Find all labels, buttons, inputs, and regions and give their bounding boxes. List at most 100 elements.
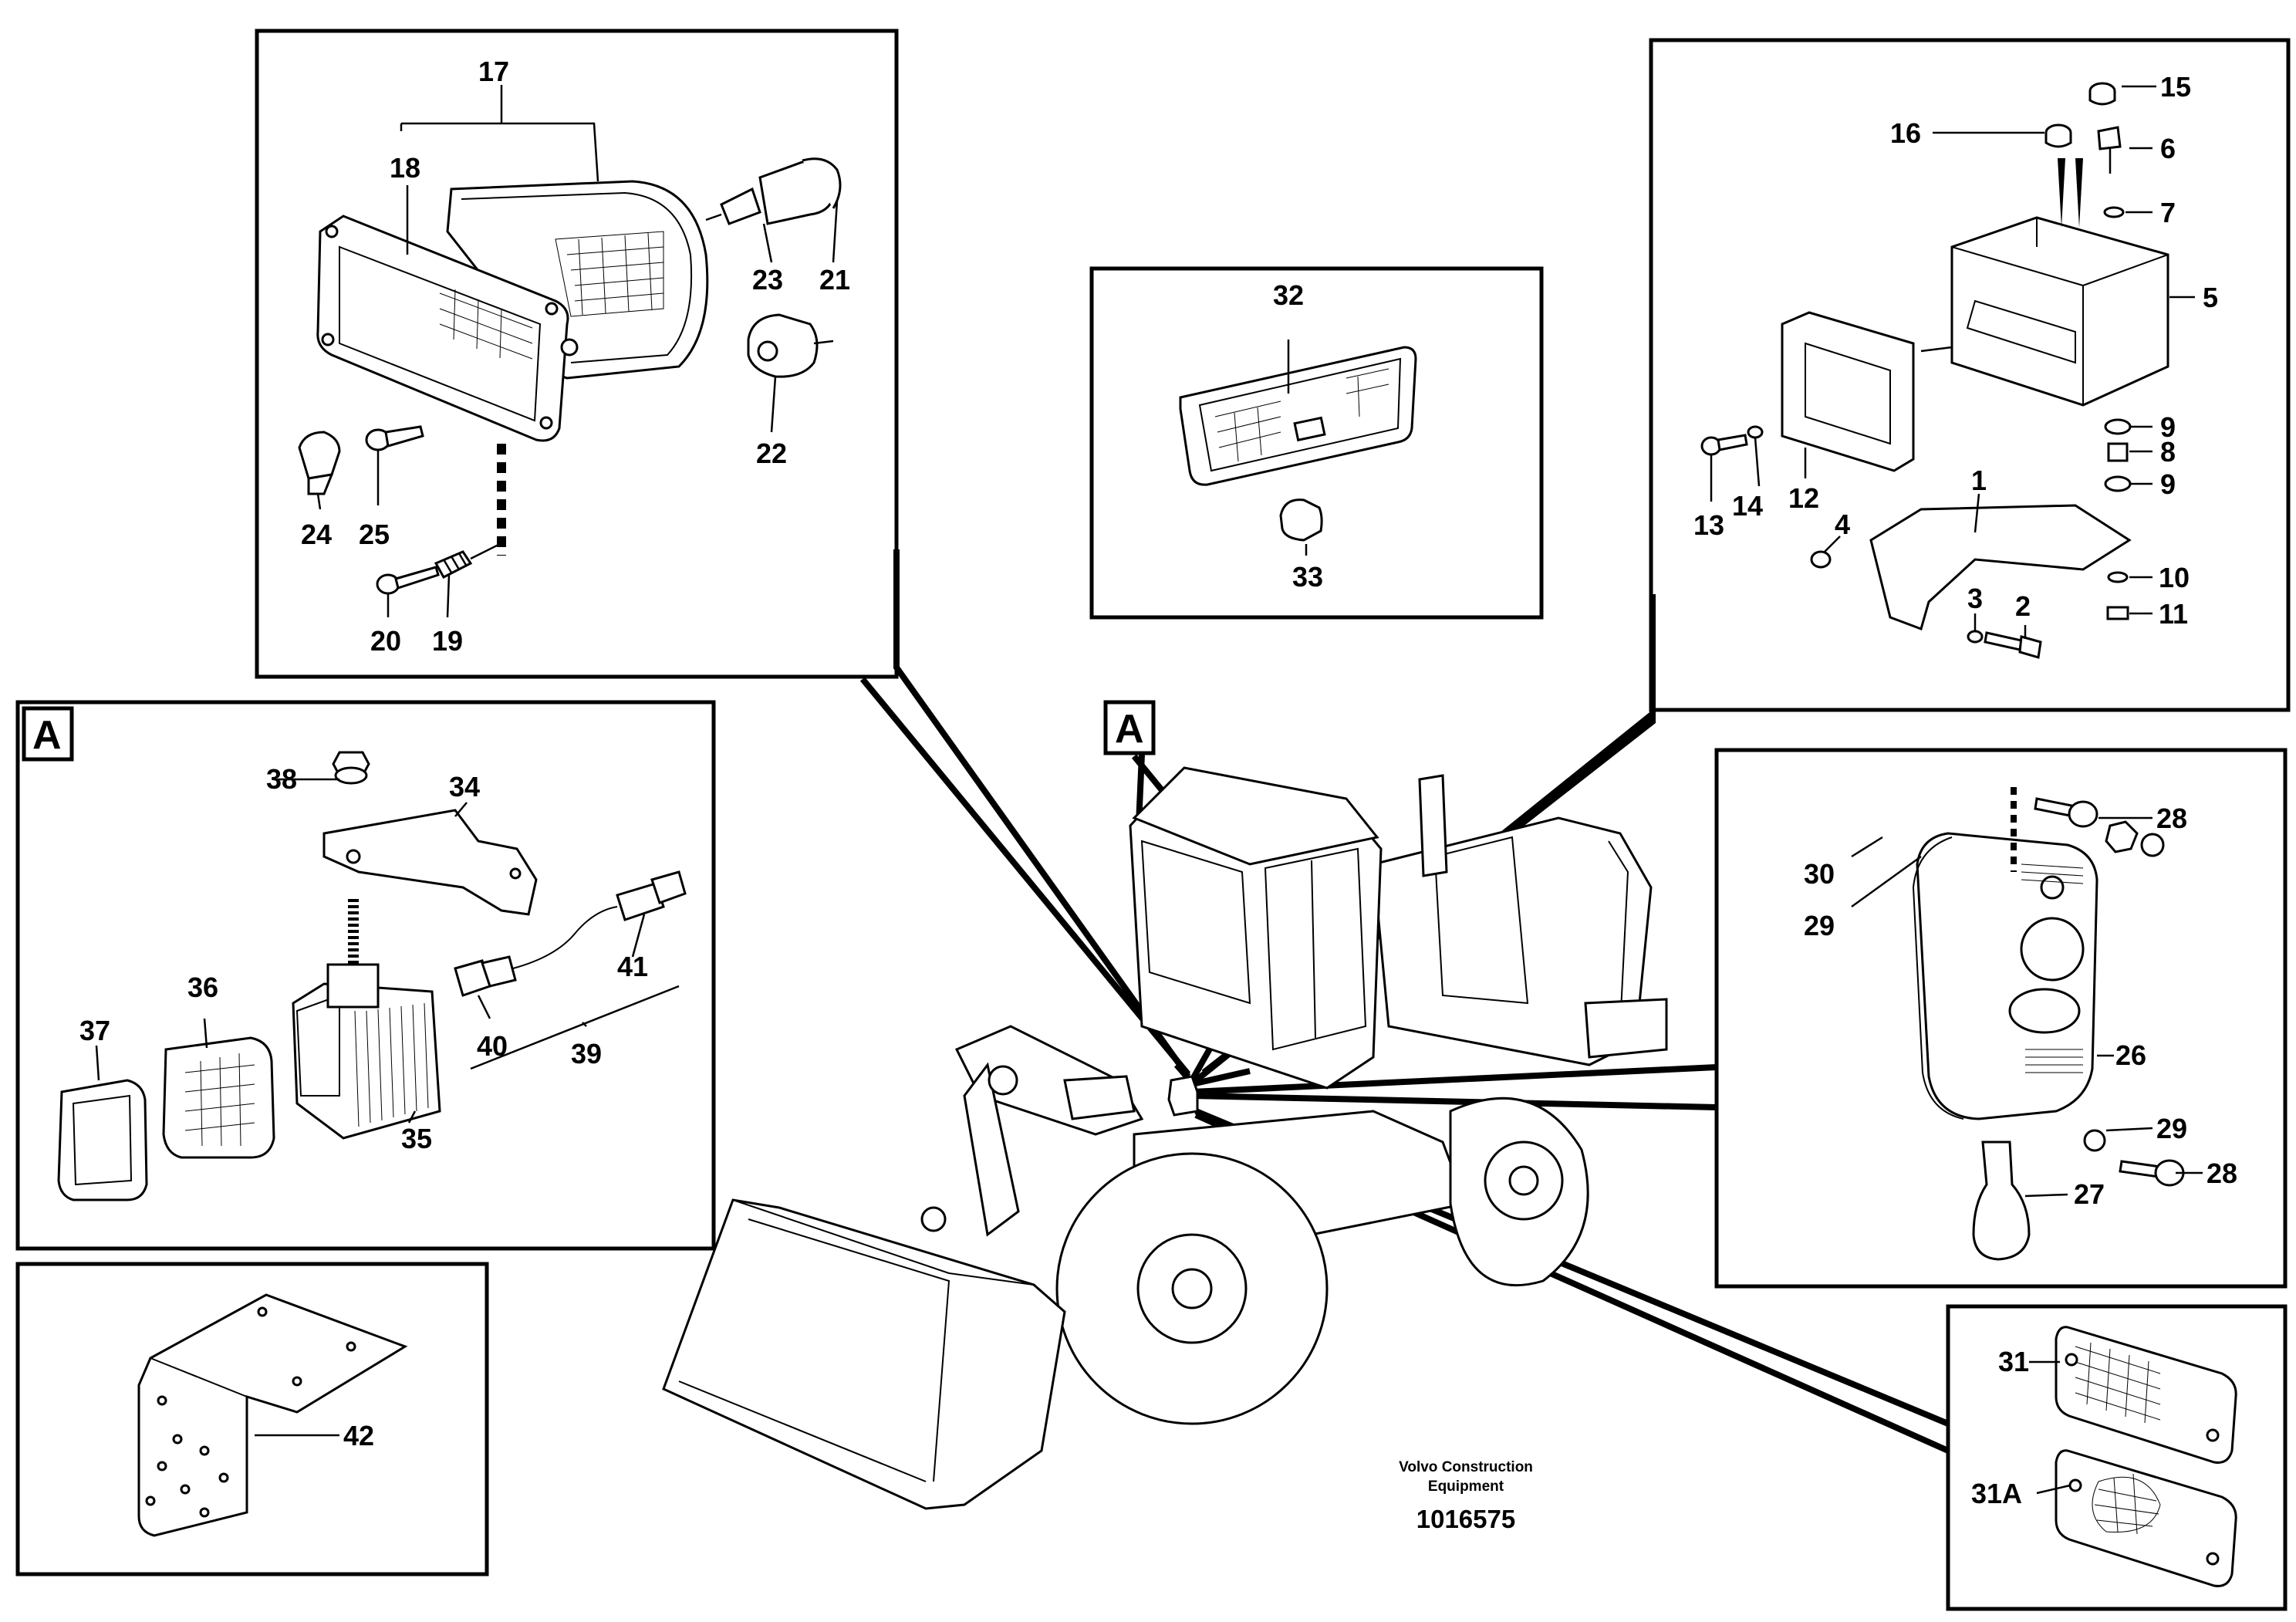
harness-39: [454, 870, 687, 997]
panel-bracket: 15 16 6 7 5 9 8 9 10 11 1 12 13 14 4 3 2: [1649, 38, 2291, 712]
panel-frame: [1714, 748, 2288, 1289]
headlamp-frame: [316, 215, 569, 442]
lens-36: [162, 1036, 275, 1159]
spring-19: [434, 550, 473, 579]
label-27: 27: [2074, 1178, 2105, 1210]
bolt-2: [1984, 631, 2042, 659]
label-26: 26: [2115, 1039, 2146, 1071]
worklamp-35: [292, 982, 441, 1140]
label-20: 20: [370, 625, 401, 657]
bolt-13: [1700, 434, 1748, 456]
lamp-26: [1916, 832, 2098, 1120]
label-9b: 9: [2160, 468, 2176, 500]
label-22: 22: [756, 438, 787, 469]
label-28b: 28: [2207, 1157, 2237, 1189]
wheel-loader: [662, 766, 1668, 1510]
socket-22: [747, 313, 834, 378]
label-23: 23: [752, 264, 783, 296]
label-1: 1: [1971, 465, 1987, 496]
panel-frame: [15, 700, 716, 1251]
label-34: 34: [449, 771, 480, 803]
section-a-detail-label: A: [32, 713, 62, 758]
label-12: 12: [1788, 482, 1819, 514]
bulb-24: [298, 431, 341, 495]
worklamp-35-fins: [354, 1002, 429, 1127]
label-5: 5: [2203, 282, 2218, 313]
panel-turn-lamp: 28 30 29 26 29 28 27: [1714, 748, 2288, 1289]
lens-grid: [555, 231, 664, 317]
label-18: 18: [390, 152, 420, 184]
washer-4: [1810, 550, 1832, 569]
label-21: 21: [819, 264, 850, 296]
bulb-27: [1972, 1140, 2031, 1261]
bulb-23: [705, 157, 842, 225]
screw-28b: [2119, 1159, 2185, 1187]
label-11: 11: [2159, 598, 2188, 630]
label-13: 13: [1693, 509, 1724, 541]
label-2: 2: [2015, 590, 2031, 622]
section-a-marker: A: [1103, 700, 1156, 755]
panel-headlamp: 17 18 23 21 22 24 25 20 19: [255, 29, 899, 679]
screw-28a: [2034, 797, 2098, 828]
label-4: 4: [1835, 509, 1850, 540]
plate-12: [1781, 311, 1915, 472]
label-31: 31: [1998, 1346, 2029, 1377]
panel-frame: [15, 1262, 489, 1576]
panel-detail-a: A: [15, 700, 716, 1251]
panel-bracket-42: 42: [15, 1262, 489, 1576]
label-31A: 31A: [1971, 1478, 2022, 1509]
label-17: 17: [478, 56, 509, 87]
bolt-6: [2097, 126, 2122, 174]
label-7: 7: [2160, 197, 2176, 228]
reflector-31: [2055, 1326, 2237, 1464]
label-8: 8: [2160, 436, 2176, 468]
label-15: 15: [2160, 71, 2191, 103]
label-30: 30: [1804, 858, 1835, 890]
label-42: 42: [343, 1420, 374, 1451]
reflector-31A-grid: [2092, 1473, 2161, 1535]
screw-20: [376, 566, 440, 595]
label-39: 39: [571, 1038, 602, 1070]
label-14: 14: [1732, 490, 1763, 522]
arrow-15: [2075, 158, 2083, 228]
label-3: 3: [1967, 583, 1983, 614]
bracket-1: [1869, 504, 2132, 630]
section-a-marker-box: [22, 706, 74, 762]
reflector-31A: [2055, 1449, 2237, 1587]
panel-frame: [1946, 1304, 2288, 1611]
frame-grid: [439, 289, 533, 360]
label-36: 36: [187, 972, 218, 1003]
footer: Volvo Construction Equipment 1016575: [1399, 1459, 1533, 1533]
label-40: 40: [477, 1030, 508, 1062]
label-29b: 29: [2156, 1113, 2187, 1144]
panel-frame: [255, 29, 899, 679]
bracket-42: [137, 1293, 408, 1537]
reflector-31-grid: [2075, 1342, 2161, 1424]
nut-11: [2106, 606, 2129, 620]
washer-29b: [2083, 1129, 2106, 1152]
company-name-line2: Equipment: [1428, 1478, 1504, 1495]
lamp-32: [1179, 346, 1417, 486]
washer-9b: [2104, 475, 2132, 492]
panel-frame: [1649, 38, 2291, 712]
label-28a: 28: [2156, 803, 2187, 834]
bracket-34: [322, 809, 538, 916]
washer-10: [2107, 571, 2129, 583]
lamp-26-lines: [2021, 863, 2084, 1073]
washer-7: [2103, 206, 2125, 218]
washer-9a: [2104, 418, 2132, 435]
label-24: 24: [301, 519, 332, 550]
arrow-16: [2058, 158, 2065, 228]
panel-frame: [1089, 266, 1544, 620]
washer-14: [1747, 425, 1764, 439]
washer-29a: [2140, 833, 2165, 857]
label-16: 16: [1890, 117, 1921, 149]
label-38: 38: [266, 763, 297, 795]
spacer-8: [2107, 442, 2129, 462]
lamp-location-marker: [1167, 1075, 1199, 1117]
bulb-33: [1279, 498, 1323, 542]
label-9a: 9: [2160, 411, 2176, 443]
screw-25: [365, 425, 424, 451]
box-5: [1950, 216, 2169, 407]
